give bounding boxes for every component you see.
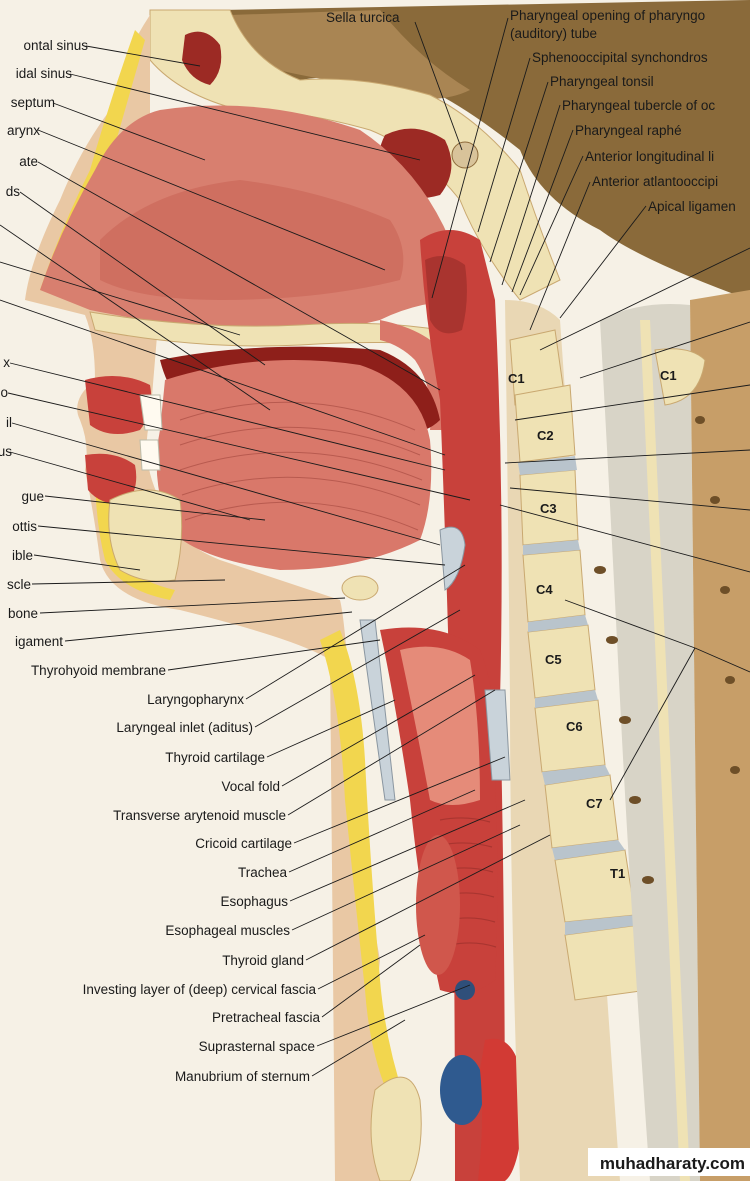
sella-turcica-shape xyxy=(451,141,479,169)
tongue-body xyxy=(156,360,432,570)
vertebra-label-c3: C3 xyxy=(540,501,557,516)
nasal-concha xyxy=(100,180,404,300)
vertebra-c7-body xyxy=(544,774,619,849)
mandible-bone xyxy=(108,489,183,582)
label-nasal-septum: septum xyxy=(11,95,55,110)
disc-c2-c3 xyxy=(518,456,577,475)
label-pretracheal-fascia: Pretracheal fascia xyxy=(212,1010,321,1025)
brachiocephalic-artery xyxy=(478,1038,525,1181)
label-ligament: igament xyxy=(15,634,63,649)
label-trachea: Trachea xyxy=(238,865,288,880)
tongue-fibers xyxy=(179,401,423,531)
label-investing-layer: Investing layer of (deep) cervical fasci… xyxy=(83,982,317,997)
brachiocephalic-vein xyxy=(440,1055,484,1125)
label-left-il: il xyxy=(6,415,12,430)
label-pharyngeal-tubercle: Pharyngeal tubercle of oc xyxy=(562,98,715,113)
label-laryngopharynx: Laryngopharynx xyxy=(147,692,244,707)
vertebral-bodies xyxy=(509,329,649,1001)
label-hyoid-bone: bone xyxy=(8,606,38,621)
label-anterior-longitudinal: Anterior longitudinal li xyxy=(585,149,714,164)
label-laryngeal-inlet: Laryngeal inlet (aditus) xyxy=(116,720,253,735)
vertebra-label-c2: C2 xyxy=(537,428,554,443)
intervertebral-discs xyxy=(518,456,640,935)
label-epiglottis: ottis xyxy=(12,519,37,534)
label-thyrohyoid-membrane: Thyrohyoid membrane xyxy=(31,663,166,678)
disc-c3-c4 xyxy=(523,540,580,555)
label-muscle: scle xyxy=(7,577,31,592)
label-vocal-fold: Vocal fold xyxy=(221,779,280,794)
vertebra-label-c5: C5 xyxy=(545,652,562,667)
label-mandible: ible xyxy=(12,548,33,563)
pharyngeal-tonsil-shape xyxy=(425,256,467,334)
vertebra-label-c7: C7 xyxy=(586,796,603,811)
label-frontal-sinus: ontal sinus xyxy=(23,38,88,53)
manubrium-bone xyxy=(370,1076,422,1181)
epiglottis-shape xyxy=(439,526,466,591)
label-pharyngeal-tonsil: Pharyngeal tonsil xyxy=(550,74,654,89)
label-manubrium: Manubrium of sternum xyxy=(175,1069,310,1084)
nerve-root-dots xyxy=(594,416,740,884)
posterior-arch-c1 xyxy=(654,348,706,406)
posterior-neck-muscles xyxy=(690,290,750,1181)
label-esophagus: Esophagus xyxy=(220,894,288,909)
vertebra-c6-body xyxy=(534,699,606,773)
vertebra-c4-body xyxy=(522,549,586,623)
label-palate: ate xyxy=(19,154,38,169)
label-left-x: x xyxy=(3,355,10,370)
label-sella-turcica: Sella turcica xyxy=(326,10,400,25)
disc-c5-c6 xyxy=(535,690,598,708)
label-esophageal-muscles: Esophageal muscles xyxy=(165,923,290,938)
upper-lip xyxy=(85,376,152,434)
vertebra-label-c6: C6 xyxy=(566,719,583,734)
label-nasopharynx: arynx xyxy=(7,123,40,138)
label-pharyngeal-raphe: Pharyngeal raphé xyxy=(575,123,682,138)
disc-t1-t2 xyxy=(565,915,640,935)
laryngeal-lumen xyxy=(400,646,480,805)
vertebra-label-c4: C4 xyxy=(536,582,553,597)
label-thyroid-cartilage: Thyroid cartilage xyxy=(165,750,265,765)
lower-incisor xyxy=(139,439,161,471)
label-left-o: o xyxy=(0,385,8,400)
label-folds: ds xyxy=(6,184,21,199)
dura-mater xyxy=(640,320,690,1181)
label-cricoid-cartilage: Cricoid cartilage xyxy=(195,836,292,851)
watermark-text: muhadharaty.com xyxy=(600,1154,745,1173)
label-pharyngeal-opening-line2: (auditory) tube xyxy=(510,26,597,41)
upper-incisor xyxy=(139,394,163,431)
vertebra-label-t1: T1 xyxy=(610,866,625,881)
cranial-base-shadow xyxy=(230,10,470,99)
vertebra-c2-body xyxy=(514,384,576,463)
vertebra-label-c1-front: C1 xyxy=(508,371,525,386)
watermark-box xyxy=(588,1148,750,1176)
label-left-us: us xyxy=(0,444,12,459)
label-apical-ligament: Apical ligamen xyxy=(648,199,736,214)
hyoid-bone-shape xyxy=(341,575,379,601)
lower-lip xyxy=(85,453,137,505)
vertebra-t1-body xyxy=(554,849,636,923)
label-anterior-atlantooccipital: Anterior atlantooccipi xyxy=(592,174,718,189)
label-thyroid-gland: Thyroid gland xyxy=(222,953,304,968)
frontal-sinus-cavity xyxy=(182,31,222,86)
disc-c4-c5 xyxy=(528,615,588,632)
disc-c7-t1 xyxy=(552,840,625,860)
thyroid-cartilage-shape xyxy=(359,619,396,801)
label-suprasternal-space: Suprasternal space xyxy=(199,1039,315,1054)
label-pharyngeal-opening-line1: Pharyngeal opening of pharyngo xyxy=(510,8,705,23)
disc-c6-c7 xyxy=(542,765,610,785)
leader-lines xyxy=(0,17,750,1077)
label-transverse-arytenoid: Transverse arytenoid muscle xyxy=(113,808,286,823)
subcutaneous-fat-chin xyxy=(95,470,175,600)
label-tongue: gue xyxy=(21,489,44,504)
label-sphenoidal-sinus: idal sinus xyxy=(16,66,73,81)
label-sphenooccipital: Sphenooccipital synchondros xyxy=(532,50,708,65)
vertebra-label-c1-back: C1 xyxy=(660,368,677,383)
thyroid-gland-shape xyxy=(416,835,460,975)
